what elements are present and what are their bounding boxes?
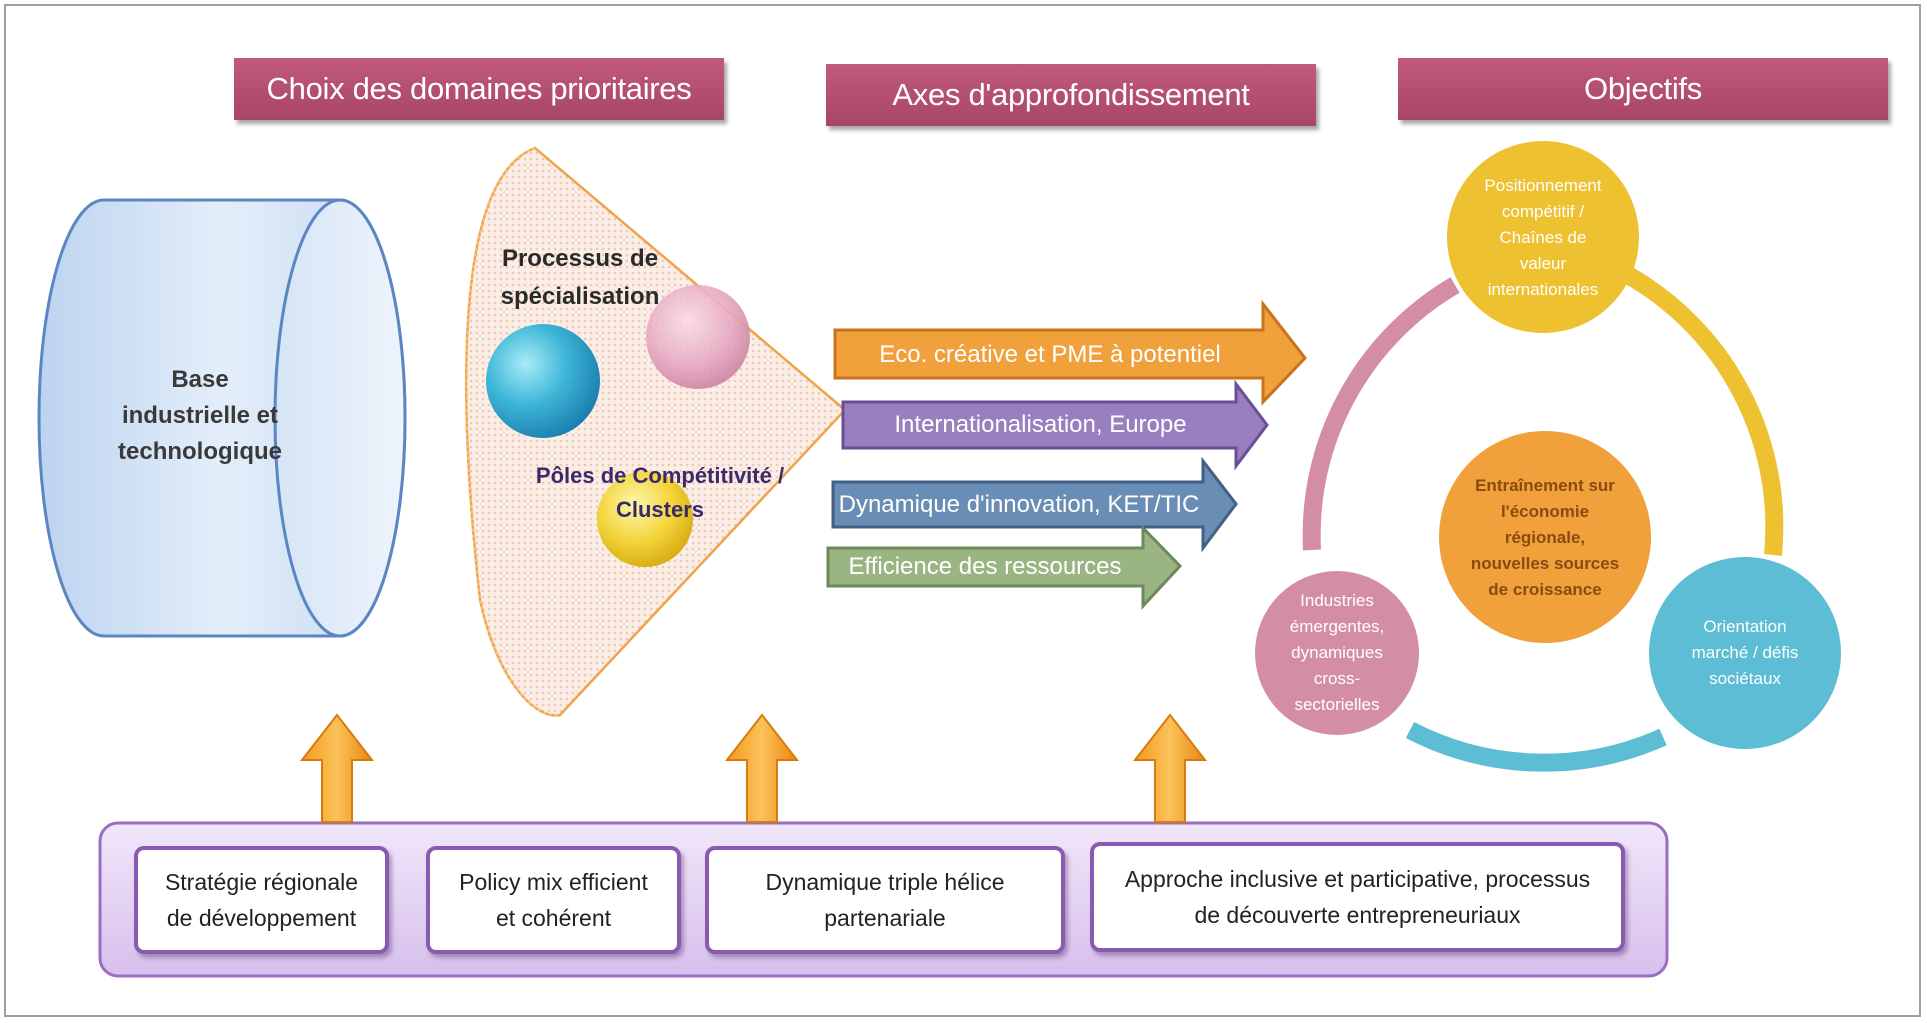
objective-top-line: Positionnement [1484,175,1602,195]
objective-left-line: Industries [1300,591,1374,610]
objective-right-circle [1649,557,1841,749]
bottom-box-line: Policy mix efficient [459,869,648,895]
arrow-label-innovation: Dynamique d'innovation, KET/TIC [838,491,1200,518]
objective-top-line: compétitif / [1501,201,1585,221]
objective-center-line: Entraînement sur [1475,475,1615,495]
diagram-frame [4,4,1921,1017]
objective-right-line: marché / défis [1691,643,1799,662]
objective-center-circle [1439,431,1651,643]
up-arrow-2 [724,713,800,823]
arrow-label-internationalisation: Internationalisation, Europe [894,411,1187,438]
arrow-eco-creative [833,299,1307,406]
bottom-box-approche-inclusive: Approche inclusive et participative, pro… [1090,842,1625,952]
objective-right-line: Orientation [1703,617,1787,636]
bottom-box-line: de découverte entrepreneuriaux [1194,902,1521,928]
arc-teal [1405,722,1667,772]
objective-center-line: nouvelles sources [1470,553,1620,573]
arrow-internationalisation [843,382,1270,402]
specialization-cone [464,146,847,717]
header-choix-domaines: Choix des domaines prioritaires [234,58,724,120]
processus-label: Processus de spécialisation [470,240,690,316]
bottom-box-line: partenariale [824,905,946,931]
base-label: Base industrielle et technologique [70,362,330,470]
poles-label-line2: Clusters [615,497,705,522]
yellow-sphere [597,471,693,567]
processus-label-line1: Processus de [501,245,659,272]
objective-left-line: sectorielles [1294,695,1380,714]
objective-top-line: valeur [1519,253,1567,273]
header-axes-approfondissement: Axes d'approfondissement [826,64,1316,126]
pink-sphere [646,285,750,389]
arrow-internationalisation-shape [843,385,1270,402]
arrow-internationalisation-body [841,379,1269,471]
bottom-box-line: Dynamique triple hélice [765,869,1005,895]
arrow-label-eco: Eco. créative et PME à potentiel [879,341,1221,368]
axis-arrows [826,299,1307,610]
bottom-box-line: Approche inclusive et participative, pro… [1124,866,1591,892]
objective-right-label: Orientation marché / défis sociétaux [1655,580,1835,726]
bottom-box-line: Stratégie régionale [164,869,359,895]
objective-top-label: Positionnement compétitif / Chaînes de v… [1453,145,1633,330]
objective-center-line: régionale, [1504,527,1586,547]
bottom-box-line: de développement [166,905,357,931]
objective-center-line: de croissance [1488,579,1602,599]
poles-label: Pôles de Compétitivité / Clusters [520,459,800,527]
objective-top-line: internationales [1487,279,1599,299]
base-label-line1: Base [171,366,229,393]
objective-left-line: cross- [1313,669,1361,688]
cycle-arcs [1302,267,1784,772]
up-arrows [299,713,1208,823]
up-arrow-1 [299,713,375,823]
objective-center-line: l'économie [1500,501,1590,521]
bottom-box-strategie: Stratégie régionale de développement [134,846,389,954]
base-label-line3: technologique [118,438,282,465]
arc-pink [1302,277,1460,551]
objective-left-line: émergentes, [1289,617,1385,636]
objective-center-label: Entraînement sur l'économie régionale, n… [1445,445,1645,630]
objective-left-line: dynamiques [1291,643,1383,662]
base-cylinder [37,198,407,638]
header-objectifs: Objectifs [1398,58,1888,120]
blue-sphere [486,324,600,438]
objective-top-line: Chaînes de [1499,227,1587,247]
arrow-innovation [831,456,1238,553]
arrow-efficience [826,524,1183,610]
objective-top-circle [1447,141,1639,333]
objective-left-label: Industries émergentes, dynamiques cross-… [1257,568,1417,738]
processus-label-line2: spécialisation [500,283,660,310]
bottom-box-line: et cohérent [495,905,612,931]
arrow-label-efficience: Efficience des ressources [848,553,1122,580]
bottom-box-policy-mix: Policy mix efficient et cohérent [426,846,681,954]
objective-right-line: sociétaux [1709,669,1781,688]
objective-left-circle [1255,571,1419,735]
bottom-box-triple-helice: Dynamique triple hélice partenariale [705,846,1065,954]
base-label-line2: industrielle et [121,402,279,429]
arc-yellow [1623,267,1784,556]
poles-label-line1: Pôles de Compétitivité / [535,463,785,488]
up-arrow-3 [1132,713,1208,823]
